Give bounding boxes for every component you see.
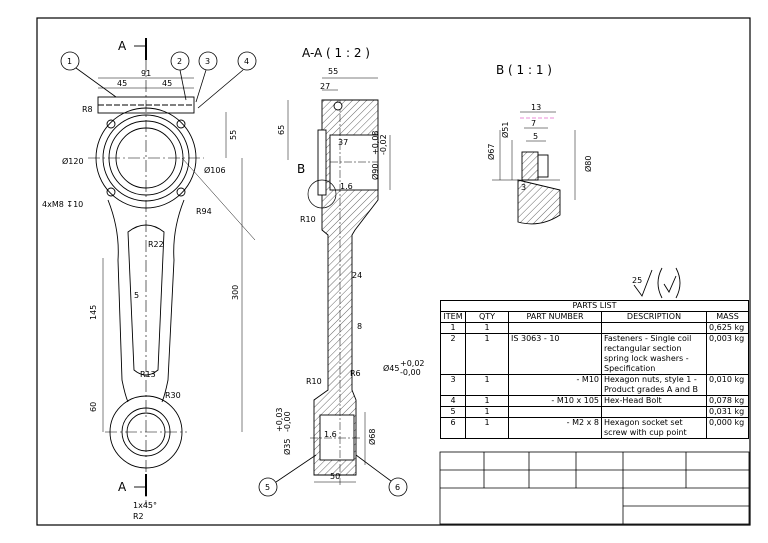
balloon-5: 5 bbox=[265, 483, 270, 492]
header-part-number: PART NUMBER bbox=[508, 311, 602, 323]
header-item: ITEM bbox=[440, 311, 466, 323]
dim-overall-width: 91 bbox=[141, 69, 151, 78]
dim-radius-neck: R22 bbox=[148, 240, 164, 249]
sec-pin: Ø45 bbox=[383, 363, 399, 373]
sec-thickness-a: 24 bbox=[352, 271, 362, 280]
sec-inner: 37 bbox=[338, 138, 348, 147]
sec-bore-tol-lower: -0,02 bbox=[379, 134, 388, 155]
sec-small-width: 50 bbox=[330, 472, 340, 481]
section-view bbox=[287, 77, 391, 485]
dim-outer: Ø106 bbox=[204, 165, 226, 175]
title-block bbox=[439, 451, 750, 525]
cut-letter-top: A bbox=[118, 39, 127, 53]
surface-finish-value: 25 bbox=[632, 276, 642, 285]
sec-height: 65 bbox=[277, 125, 286, 135]
sec-bore: Ø90 bbox=[370, 164, 380, 180]
table-row: 1 1 0,625 kg bbox=[440, 322, 749, 334]
detail-d13: 13 bbox=[531, 103, 541, 112]
dim-radius-small: R13 bbox=[140, 370, 156, 379]
sec-small-outer: Ø68 bbox=[367, 429, 377, 445]
dim-radius-bolt: R8 bbox=[82, 105, 93, 114]
header-mass: MASS bbox=[706, 311, 749, 323]
sec-fillet-top: R10 bbox=[300, 215, 316, 224]
surface-finish-icon bbox=[633, 269, 653, 297]
detail-d5: 5 bbox=[533, 132, 538, 141]
balloon-3: 3 bbox=[205, 57, 210, 66]
dim-half-right: 45 bbox=[162, 79, 172, 88]
table-row: 6 1 - M2 x 8 Hexagon socket set screw wi… bbox=[440, 417, 749, 439]
front-view bbox=[88, 38, 256, 505]
detail-d7: 7 bbox=[531, 119, 536, 128]
dim-chamfer: 1x45° bbox=[133, 501, 157, 510]
detail-view bbox=[492, 111, 576, 225]
surface-finish-all-icon bbox=[657, 267, 681, 299]
sec-thickness-b: 8 bbox=[357, 322, 362, 331]
sheet-border bbox=[36, 17, 751, 526]
sec-pin-tol-upper: +0,02 bbox=[400, 359, 425, 368]
table-row: 5 1 0,031 kg bbox=[440, 406, 749, 418]
parts-list-title: PARTS LIST bbox=[440, 300, 749, 312]
balloon-4: 4 bbox=[244, 57, 249, 66]
dim-center-distance: 300 bbox=[231, 285, 240, 300]
parts-list-table: PARTS LIST ITEM QTY PART NUMBER DESCRIPT… bbox=[440, 300, 749, 439]
sec-offset: 27 bbox=[320, 82, 330, 91]
table-row: 3 1 - M10 Hexagon nuts, style 1 - Produc… bbox=[440, 374, 749, 396]
sec-small-tol-lower: -0,00 bbox=[283, 411, 292, 432]
sec-fillet-bottom: R10 bbox=[306, 377, 322, 386]
detail-d51: Ø51 bbox=[500, 122, 510, 138]
sec-pin-tol-lower: -0,00 bbox=[400, 368, 421, 377]
detail-letter: B bbox=[297, 162, 305, 176]
dim-radius-arc: R94 bbox=[196, 207, 212, 216]
cut-letter-bottom: A bbox=[118, 480, 127, 494]
detail-d67: Ø67 bbox=[486, 144, 496, 160]
dim-threads: 4xM8 ↧10 bbox=[42, 200, 83, 209]
table-row: 2 1 IS 3063 - 10 Fasteners - Single coil… bbox=[440, 333, 749, 375]
balloons bbox=[60, 51, 408, 497]
balloon-6: 6 bbox=[395, 483, 400, 492]
sec-radius-r6: R6 bbox=[350, 369, 361, 378]
balloon-1: 1 bbox=[67, 57, 72, 66]
dim-height-top: 55 bbox=[229, 130, 238, 140]
dim-web: 5 bbox=[134, 291, 139, 300]
dim-radius-end: R30 bbox=[165, 391, 181, 400]
table-row: 4 1 - M10 x 105 Hex-Head Bolt 0,078 kg bbox=[440, 395, 749, 407]
sec-small-tol-upper: +0,03 bbox=[275, 407, 284, 432]
detail-view-label: B ( 1 : 1 ) bbox=[496, 63, 552, 77]
sec-rough-top: 1.6 bbox=[340, 182, 353, 191]
sec-bore-tol-upper: +0,08 bbox=[371, 130, 380, 155]
dim-length-mid: 145 bbox=[89, 305, 98, 320]
header-description: DESCRIPTION bbox=[601, 311, 707, 323]
dim-big-bore: Ø120 bbox=[62, 156, 84, 166]
detail-d3: 3 bbox=[521, 183, 526, 192]
detail-d80: Ø80 bbox=[583, 156, 593, 172]
sec-width: 55 bbox=[328, 67, 338, 76]
balloon-2: 2 bbox=[177, 57, 182, 66]
dim-half-left: 45 bbox=[117, 79, 127, 88]
dim-radius-edge: R2 bbox=[133, 512, 144, 521]
section-view-label: A-A ( 1 : 2 ) bbox=[302, 46, 370, 60]
sec-small-bore: Ø35 bbox=[282, 439, 292, 455]
header-qty: QTY bbox=[465, 311, 509, 323]
dim-small-end-height: 60 bbox=[89, 402, 98, 412]
sec-rough-bottom: 1.6 bbox=[324, 430, 337, 439]
